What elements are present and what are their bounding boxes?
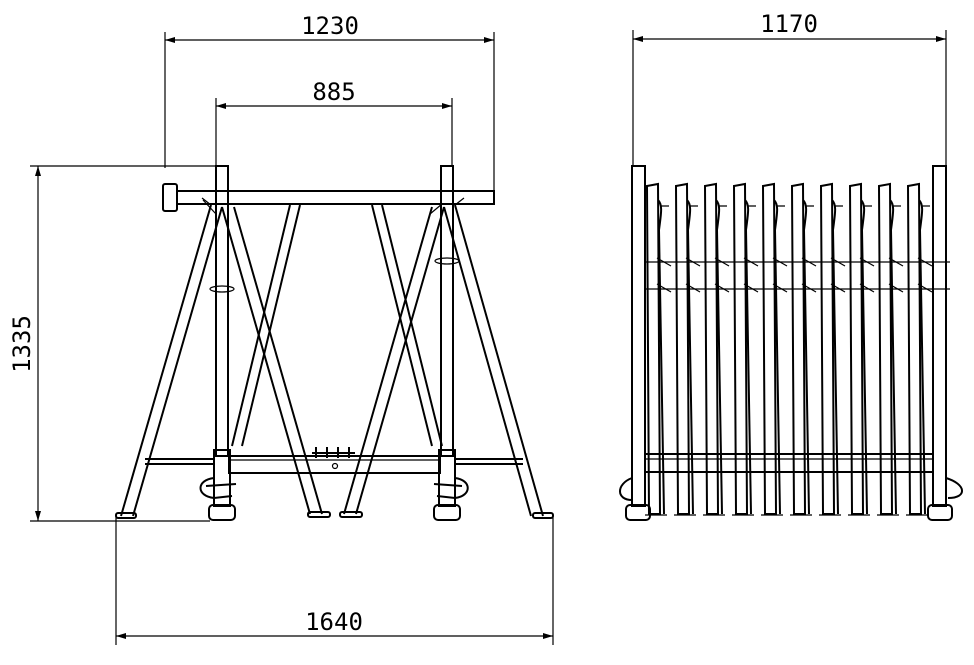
hung-tool (906, 182, 933, 516)
hung-tool (645, 182, 672, 516)
dimension-text-1230: 1230 (301, 12, 359, 40)
cross-braces (202, 199, 445, 518)
hung-tools (645, 182, 933, 516)
beam-end-cap (162, 183, 178, 212)
dimension-text-1335: 1335 (8, 315, 36, 373)
dimension-1170: 1170 (632, 10, 947, 165)
side-rails (644, 261, 950, 473)
hung-tool (790, 182, 817, 516)
end-posts (619, 165, 963, 521)
hung-tool (732, 182, 759, 516)
frame-bolt (331, 462, 339, 470)
hung-tool (877, 182, 904, 516)
outer-legs (115, 197, 554, 519)
hung-tool (819, 182, 846, 516)
dimension-text-1170: 1170 (760, 10, 818, 38)
dimension-885: 885 (215, 78, 453, 165)
top-beam (162, 183, 495, 212)
hung-tool (703, 182, 730, 516)
side-view: 1170 (619, 10, 963, 521)
dimension-1640: 1640 (115, 516, 554, 645)
vertical-posts (199, 165, 469, 521)
hung-tool (848, 182, 875, 516)
dimension-1335: 1335 (8, 165, 216, 522)
dimension-1230: 1230 (164, 12, 495, 198)
tool-clips (312, 447, 355, 458)
front-view: 1230 885 1335 1640 (8, 12, 554, 645)
hung-tool (674, 182, 701, 516)
dimension-text-1640: 1640 (305, 608, 363, 636)
bottom-frame (228, 447, 441, 474)
dimension-text-885: 885 (312, 78, 355, 106)
hung-tool (761, 182, 788, 516)
